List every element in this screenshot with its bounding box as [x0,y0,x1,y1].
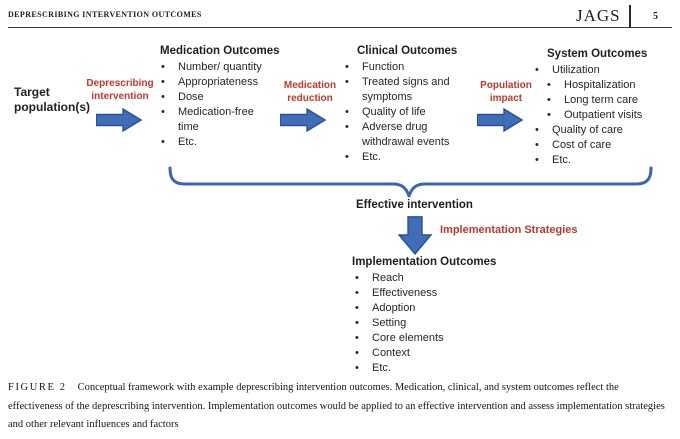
clinical-outcomes-column: Clinical Outcomes •Function •Treated sig… [342,44,468,165]
right-arrow-icon [96,108,142,132]
right-arrow-icon [477,108,523,132]
medication-outcomes-column: Medication Outcomes •Number/ quantity •A… [158,44,280,150]
bullet-marker: • [345,121,349,133]
bullet-marker: • [535,64,539,76]
page-number: 5 [653,11,658,22]
list-item: •Medication-free time [158,105,280,135]
system-outcomes-column: System Outcomes •Utilization •Hospitaliz… [532,47,650,168]
bullet-marker: • [345,106,349,118]
bullet-marker: • [355,347,359,359]
bullet-marker: • [535,154,539,166]
implementation-strategies-label: Implementation Strategies [440,224,578,236]
list-item: •Etc. [352,361,500,376]
list-subitem: •Long term care [544,93,650,108]
list-item: •Treated signs and symptoms [342,75,468,105]
bullet-marker: • [547,109,551,121]
list-item: •Etc. [158,135,280,150]
bullet-marker: • [355,287,359,299]
list-item: •Number/ quantity [158,60,280,75]
list-subitem: •Hospitalization [544,78,650,93]
running-title: DEPRESCRIBING INTERVENTION OUTCOMES [8,10,202,19]
list-item: •Appropriateness [158,75,280,90]
medication-reduction-label: Medication reduction [283,80,337,104]
column-heading: Implementation Outcomes [352,256,497,268]
journal-logo: JAGS [576,6,621,25]
column-heading: Clinical Outcomes [357,45,458,57]
column-heading: System Outcomes [547,48,648,60]
list-item: •Context [352,346,500,361]
implementation-outcomes-column: Implementation Outcomes •Reach •Effectiv… [352,255,500,376]
bullet-marker: • [345,151,349,163]
list-item: •Effectiveness [352,286,500,301]
bullet-marker: • [161,61,165,73]
list-item: •Dose [158,90,280,105]
list-item: •Core elements [352,331,500,346]
header-rule [8,27,672,28]
list-item: •Function [342,60,468,75]
effective-intervention-label: Effective intervention [356,199,473,211]
deprescribing-intervention-label: Deprescribing intervention [86,78,154,102]
bullet-marker: • [345,61,349,73]
bullet-marker: • [547,94,551,106]
figure-caption-label: FIGURE 2 [8,382,67,393]
list-item: •Adverse drug withdrawal events [342,120,468,150]
list-subitem: •Outpatient visits [544,108,650,123]
bullet-marker: • [535,124,539,136]
down-arrow-icon [398,216,432,255]
list-item: •Quality of life [342,105,468,120]
bullet-marker: • [345,76,349,88]
bullet-marker: • [355,302,359,314]
bullet-marker: • [161,91,165,103]
list-item: •Etc. [342,150,468,165]
bullet-marker: • [355,332,359,344]
bullet-marker: • [355,317,359,329]
list-item: •Setting [352,316,500,331]
list-item: •Quality of care [532,123,650,138]
population-impact-label: Population impact [480,80,532,104]
list-item: •Adoption [352,301,500,316]
bullet-marker: • [547,79,551,91]
bullet-marker: • [161,76,165,88]
list-item: •Cost of care [532,138,650,153]
list-item: •Utilization [532,63,650,78]
list-item: •Etc. [532,153,650,168]
bullet-marker: • [355,272,359,284]
column-heading: Medication Outcomes [160,45,280,57]
bullet-marker: • [161,136,165,148]
figure-caption-text: Conceptual framework with example depres… [8,382,665,430]
right-arrow-icon [280,108,326,132]
bullet-marker: • [535,139,539,151]
header-divider [629,5,631,28]
list-item: •Reach [352,271,500,286]
bullet-marker: • [161,106,165,118]
bullet-marker: • [355,362,359,374]
target-population-label: Target population(s) [14,85,90,114]
curly-brace [168,166,653,198]
